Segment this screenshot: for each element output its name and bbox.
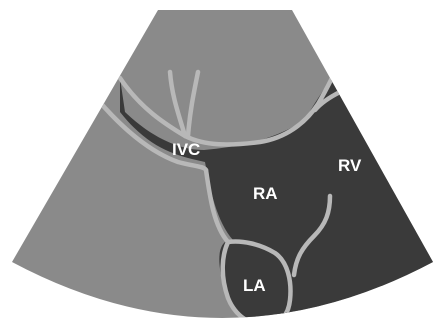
ra-label: RA <box>253 184 278 203</box>
ivc-label: IVC <box>172 140 200 159</box>
la-label: LA <box>243 276 266 295</box>
rv-label: RV <box>338 156 362 175</box>
